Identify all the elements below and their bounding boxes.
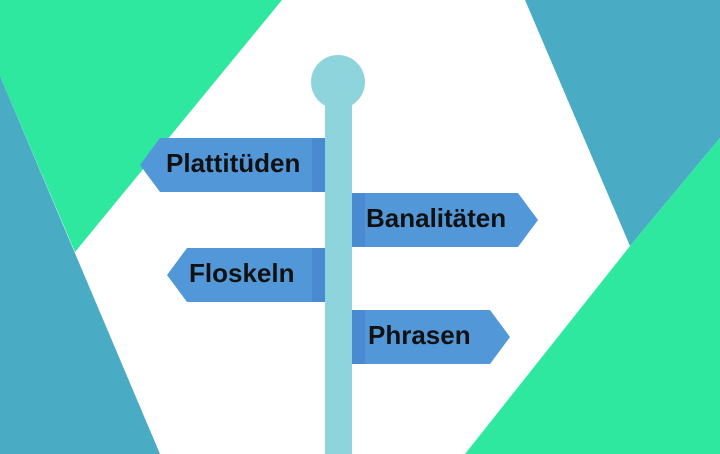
green-shape-top-left bbox=[0, 0, 282, 252]
sign-label: Floskeln bbox=[189, 257, 295, 288]
sign-phrasen-shape bbox=[352, 310, 510, 364]
sign-label: Plattitüden bbox=[166, 147, 301, 178]
blue-shape-left bbox=[0, 76, 160, 454]
sign-banalitaten-shape bbox=[352, 193, 538, 247]
sign-phrasen: Phrasen bbox=[368, 308, 471, 362]
sign-label: Banalitäten bbox=[366, 202, 507, 233]
green-shape-bottom-right bbox=[465, 138, 720, 454]
signpost-knob bbox=[311, 55, 365, 109]
sign-plattituden: Plattitüden bbox=[166, 136, 300, 190]
sign-floskeln: Floskeln bbox=[189, 246, 294, 300]
sign-floskeln-shape bbox=[167, 248, 325, 302]
sign-banalitaten: Banalitäten bbox=[366, 191, 506, 245]
signpost-pole bbox=[325, 80, 352, 454]
blue-shape-top-right bbox=[525, 0, 720, 246]
sign-label: Phrasen bbox=[368, 319, 471, 350]
sign-plattituden-shape bbox=[140, 138, 325, 192]
